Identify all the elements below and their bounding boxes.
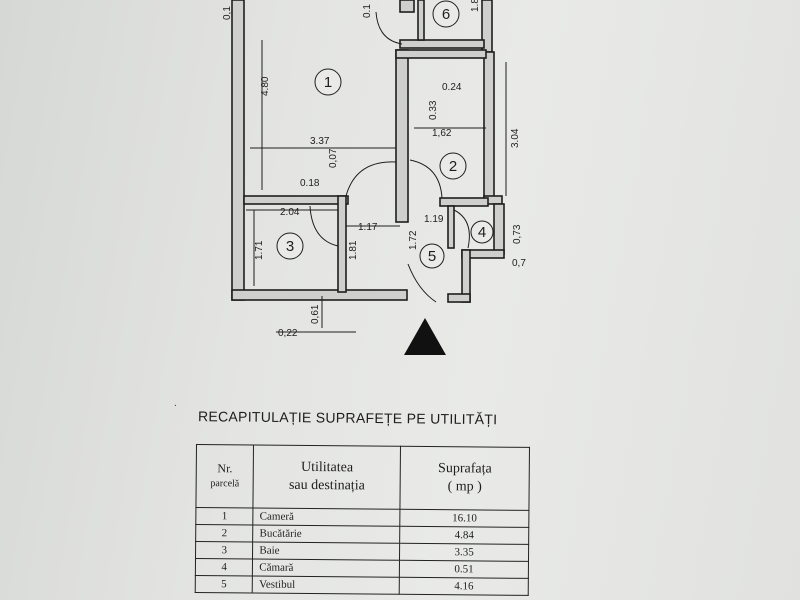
- dim-3-04: 3.04: [510, 128, 521, 148]
- wall-pantry: [447, 205, 455, 249]
- row-utility: Bucătărie: [252, 525, 401, 544]
- door-swings: [309, 11, 470, 303]
- dim-0-24: 0.24: [442, 82, 462, 93]
- wall-bath-right: [337, 195, 347, 293]
- wall-kitchen-bottom: [439, 197, 489, 207]
- floor-plan: 1 2 3 4 5 6 4.80 3.37 0,07 0.18 0.24 0.3…: [222, 0, 526, 355]
- door-swing-kitchen: [409, 159, 443, 199]
- door-swing-pantry: [453, 209, 470, 249]
- bullet-mark: ˙: [174, 403, 179, 416]
- wall-bath-top: [243, 195, 349, 205]
- wall-bottom-left: [231, 289, 408, 301]
- north-arrow: [404, 318, 446, 355]
- dim-1-72: 1.72: [408, 230, 419, 250]
- dim-0-22: 0,22: [278, 328, 298, 339]
- row-area: 3.35: [399, 543, 529, 562]
- dim-0-07: 0,07: [328, 148, 339, 168]
- wall-room6-bottom: [399, 39, 485, 49]
- dim-1-19: 1.19: [424, 214, 444, 225]
- door-swing-bath: [309, 205, 339, 247]
- summary-title-text: RECAPITULAȚIE SUPRAFEȚE PE UTILITĂȚI: [197, 408, 498, 428]
- row-area: 4.84: [399, 526, 529, 545]
- dim-4-80: 4.80: [260, 76, 271, 96]
- row-utility: Cameră: [253, 508, 401, 527]
- dim-0-7: 0,7: [512, 258, 526, 269]
- wall-left: [231, 0, 245, 301]
- room-marker-5: 5: [419, 243, 445, 269]
- wall-foot: [447, 293, 471, 303]
- plan-walls: [231, 0, 505, 303]
- dimension-lines: [246, 40, 507, 333]
- row-area: 16.10: [400, 509, 529, 528]
- wall-top-stub: [399, 0, 415, 13]
- dim-0-73: 0,73: [512, 224, 523, 244]
- dim-3-37: 3.37: [310, 136, 330, 147]
- door-swing-room6: [375, 11, 403, 45]
- row-utility: Baie: [252, 542, 400, 561]
- wall-kitchen-top: [395, 49, 487, 59]
- door-swing-vestibule: [345, 161, 397, 197]
- wall-kitchen-left: [395, 49, 409, 223]
- header-nr: Nr. parcelă: [195, 444, 254, 509]
- svg-text:4: 4: [478, 224, 486, 241]
- row-nr: 1: [195, 507, 254, 526]
- row-nr: 4: [195, 558, 253, 576]
- dim-1-17: 1.17: [358, 222, 378, 233]
- svg-text:3: 3: [286, 238, 294, 255]
- door-swing-entrance: [407, 263, 437, 303]
- dim-0-18: 0.18: [300, 178, 320, 189]
- row-nr: 2: [195, 524, 254, 543]
- room-marker-4: 4: [470, 220, 494, 244]
- dim-1-81: 1.81: [348, 240, 359, 260]
- row-nr: 3: [195, 541, 253, 560]
- room-marker-6: 6: [432, 0, 460, 28]
- wall-right-lower: [493, 203, 505, 255]
- dimension-labels: 4.80 3.37 0,07 0.18 0.24 0.33 1,62 3.04 …: [222, 0, 526, 339]
- dim-0-33: 0.33: [428, 100, 439, 120]
- dim-2-04: 2.04: [280, 207, 300, 218]
- svg-text:6: 6: [442, 6, 450, 23]
- row-utility: Cămară: [252, 559, 400, 578]
- dim-1-8: 1.8: [470, 0, 481, 12]
- svg-text:5: 5: [428, 248, 436, 265]
- dim-0-61: 0,61: [310, 304, 321, 324]
- room-marker-1: 1: [314, 68, 342, 96]
- room-marker-3: 3: [276, 232, 304, 260]
- row-area: 0.51: [399, 560, 529, 579]
- svg-text:2: 2: [449, 158, 457, 175]
- svg-text:1: 1: [324, 74, 332, 91]
- row-nr: 5: [195, 575, 253, 593]
- header-utility: Utilitatea sau destinația: [253, 445, 401, 510]
- dim-1-71: 1.71: [254, 240, 265, 260]
- dim-1-62: 1,62: [432, 128, 452, 139]
- table-row: 5 Vestibul 4.16: [195, 575, 529, 596]
- room-marker-2: 2: [439, 152, 467, 180]
- dim-0-1b: 0.1: [362, 4, 373, 18]
- area-summary-table: Nr. parcelă Utilitatea sau destinația Su…: [195, 444, 530, 596]
- summary-title: ˙ RECAPITULAȚIE SUPRAFEȚE PE UTILITĂȚI: [174, 404, 558, 428]
- room-markers: 1 2 3 4 5 6: [276, 0, 494, 269]
- row-utility: Vestibul: [252, 575, 400, 595]
- wall-room6-left: [417, 0, 425, 41]
- row-area: 4.16: [399, 577, 529, 596]
- header-area: Suprafața ( mp ): [400, 446, 530, 511]
- table-header-row: Nr. parcelă Utilitatea sau destinația Su…: [195, 444, 530, 511]
- wall-right: [483, 51, 495, 201]
- dim-0-1: 0,1: [222, 6, 233, 20]
